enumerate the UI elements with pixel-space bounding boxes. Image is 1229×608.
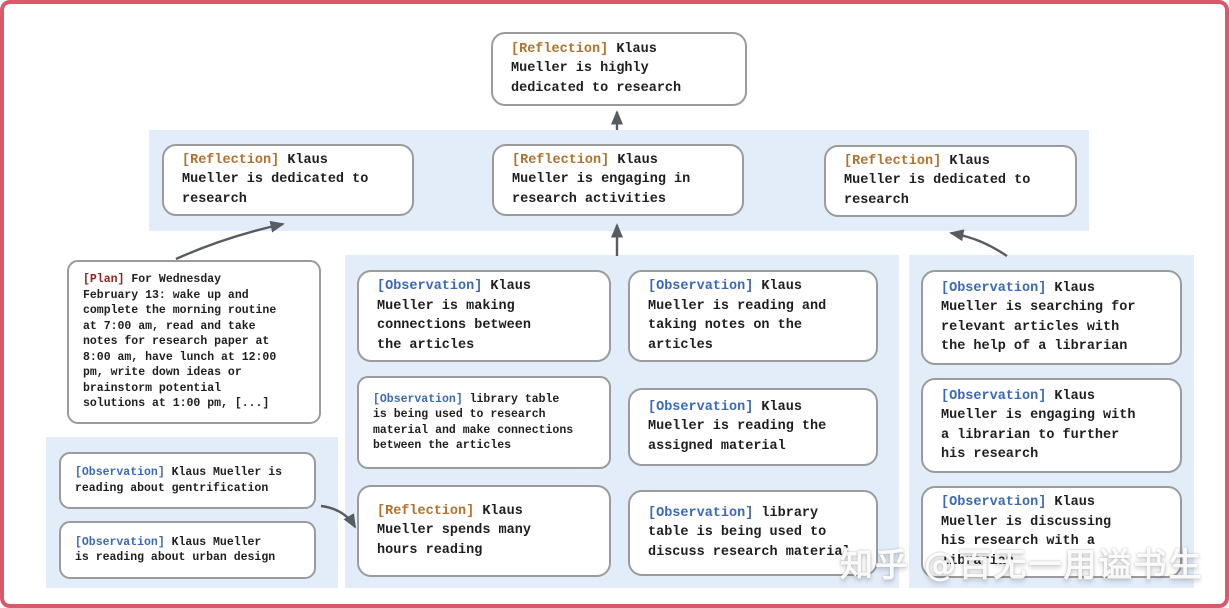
observation-tag: [Observation] [941, 280, 1047, 296]
observation-tag: [Observation] [373, 392, 463, 406]
node-text: Klaus Mueller is discussing his research… [941, 495, 1112, 569]
observation-tag: [Observation] [648, 399, 754, 415]
node-text: Klaus Mueller is engaging with a librari… [941, 388, 1136, 463]
node-obs-searching-articles: [Observation]Klaus Mueller is searching … [921, 270, 1182, 365]
node-text: Klaus Mueller spends many hours reading [377, 503, 531, 558]
plan-tag: [Plan] [83, 273, 125, 287]
observation-tag: [Observation] [941, 388, 1047, 404]
node-text: library table is being used to discuss r… [648, 505, 851, 560]
arrow-right-to-right-reflection [949, 229, 1008, 257]
node-text: Klaus Mueller is making connections betw… [377, 279, 531, 353]
reflection-tag: [Reflection] [512, 152, 610, 168]
node-text: Klaus Mueller is reading about gentrific… [75, 466, 283, 495]
node-reflection-hours-reading: [Reflection]Klaus Mueller spends many ho… [357, 485, 611, 577]
observation-tag: [Observation] [377, 279, 483, 294]
node-text: Klaus Mueller is searching for relevant … [941, 280, 1136, 355]
node-top-reflection: [Reflection]Klaus Mueller is highly dedi… [491, 32, 747, 106]
node-obs-discussing-research: [Observation]Klaus Mueller is discussing… [921, 486, 1182, 578]
reflection-tag: [Reflection] [511, 41, 609, 57]
reflection-tag: [Reflection] [844, 153, 942, 169]
observation-tag: [Observation] [941, 495, 1047, 510]
observation-tag: [Observation] [648, 505, 754, 521]
node-obs-making-connections: [Observation]Klaus Mueller is making con… [357, 270, 611, 362]
node-obs-library-table-research: [Observation]library table is being used… [357, 376, 611, 469]
node-reflection-middle: [Reflection]Klaus Mueller is engaging in… [492, 144, 744, 216]
node-plan: [Plan]For Wednesday February 13: wake up… [67, 260, 321, 424]
node-obs-urban-design: [Observation]Klaus Mueller is reading ab… [59, 521, 316, 579]
node-text: Klaus Mueller is reading the assigned ma… [648, 399, 827, 454]
node-obs-assigned-material: [Observation]Klaus Mueller is reading th… [628, 388, 878, 466]
node-text: Klaus Mueller is dedicated to research [844, 153, 1031, 208]
node-obs-taking-notes: [Observation]Klaus Mueller is reading an… [628, 270, 878, 362]
node-text: Klaus Mueller is highly dedicated to res… [511, 41, 682, 96]
node-text: Klaus Mueller is reading about urban des… [75, 535, 276, 565]
node-reflection-left: [Reflection]Klaus Mueller is dedicated t… [162, 144, 414, 216]
reflection-tag: [Reflection] [182, 152, 280, 168]
node-reflection-right: [Reflection]Klaus Mueller is dedicated t… [824, 145, 1077, 217]
node-obs-engaging-librarian: [Observation]Klaus Mueller is engaging w… [921, 378, 1182, 473]
node-text: library table is being used to research … [373, 392, 574, 453]
node-obs-gentrification: [Observation]Klaus Mueller is reading ab… [59, 452, 316, 509]
node-text: Klaus Mueller is reading and taking note… [648, 279, 827, 353]
node-text: Klaus Mueller is dedicated to research [182, 152, 369, 207]
zhihu-watermark: 知乎 @百无一用谥书生 [840, 545, 1204, 584]
node-text: Klaus Mueller is engaging in research ac… [512, 152, 691, 207]
reflection-tag: [Reflection] [377, 503, 475, 519]
observation-tag: [Observation] [648, 279, 754, 294]
observation-tag: [Observation] [75, 535, 165, 549]
observation-tag: [Observation] [75, 466, 165, 479]
node-text: For Wednesday February 13: wake up and c… [83, 273, 277, 411]
node-obs-library-table-discuss: [Observation]library table is being used… [628, 490, 878, 576]
